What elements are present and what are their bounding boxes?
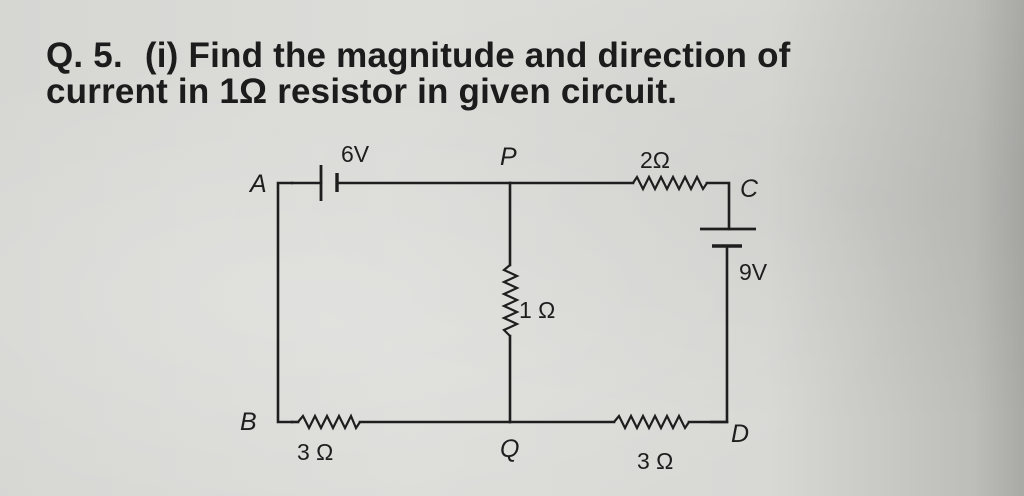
battery-6v: [290, 165, 512, 201]
wire-left-AB: [276, 181, 294, 424]
node-label-q: Q: [500, 435, 519, 463]
node-label-d: D: [731, 420, 749, 448]
question-part: (i): [144, 36, 179, 75]
label-1ohm: 1 Ω: [519, 297, 555, 323]
node-label-p: P: [500, 143, 517, 171]
node-label-c: C: [740, 175, 759, 203]
label-9v: 9V: [739, 259, 768, 285]
resistor-3ohm-right: [508, 413, 729, 431]
battery-9v: [700, 227, 756, 424]
label-3ohm-right: 3 Ω: [637, 448, 673, 474]
label-2ohm: 2Ω: [640, 147, 670, 173]
label-6v: 6V: [341, 141, 370, 167]
question-line-1-text: Find the magnitude and direction of: [188, 36, 791, 75]
resistor-2ohm: [508, 174, 731, 231]
question-text: Q. 5. (i) Find the magnitude and direction…: [46, 38, 791, 110]
question-line-1: Q. 5. (i) Find the magnitude and direction…: [46, 38, 791, 74]
node-label-b: B: [240, 408, 257, 436]
label-3ohm-left: 3 Ω: [297, 439, 333, 465]
resistor-3ohm-left: [290, 413, 512, 431]
node-label-a: A: [248, 170, 267, 198]
question-number: Q. 5.: [46, 36, 123, 75]
question-line-2: current in 1Ω resistor in given circuit.: [46, 72, 678, 111]
resistor-1ohm: [501, 181, 520, 424]
